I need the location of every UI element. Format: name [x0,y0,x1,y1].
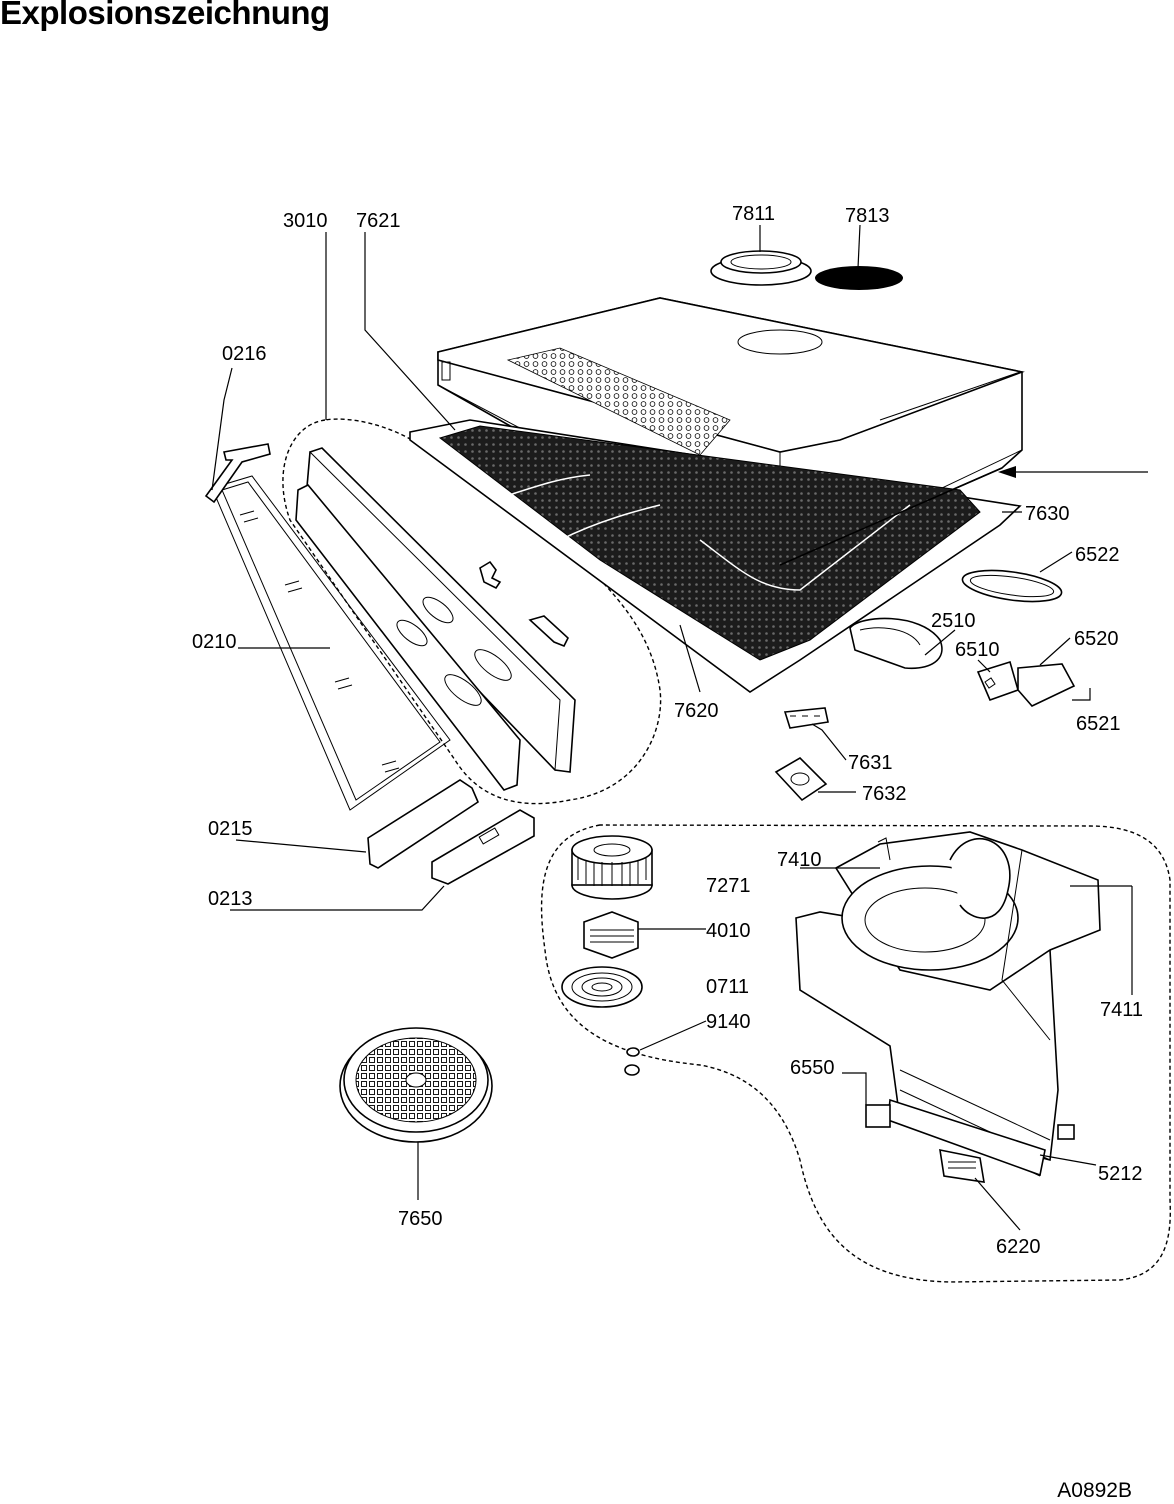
label-6510: 6510 [955,639,1000,661]
label-0216: 0216 [222,343,267,365]
label-0210: 0210 [192,631,237,653]
bracket-0215 [367,779,479,869]
label-9140: 9140 [706,1011,751,1033]
label-7632: 7632 [862,783,907,805]
label-7630: 7630 [1025,503,1070,525]
light-diffuser [849,617,943,670]
label-4010: 4010 [706,920,751,942]
label-6521: 6521 [1076,713,1121,735]
label-0711: 0711 [706,976,749,998]
lamp-bulb [976,660,1076,707]
switch-7632 [774,756,828,802]
glass-pane [211,475,451,811]
carbon-filter [339,1027,493,1143]
motor-housing [795,831,1101,1177]
part-labels: 3010 7621 7811 7813 0216 7630 6522 0210 … [192,203,1143,1258]
label-7410: 7410 [777,849,822,871]
label-7271: 7271 [706,875,751,897]
group-outline-motor [540,824,1171,1283]
clip-6550 [865,1104,891,1128]
nut-9140b [624,1064,640,1076]
motor-4010 [583,911,639,959]
drawing-code: A0892B [1057,1479,1132,1502]
label-7411: 7411 [1100,999,1143,1021]
outlet-seal [815,266,903,290]
bracket-0216 [204,443,271,504]
label-2510: 2510 [931,610,976,632]
lamp-cover [961,569,1063,603]
nut-9140a [626,1047,640,1057]
grease-filter-panel [409,419,1022,693]
outlet-ring [710,250,812,286]
control-module [431,809,535,885]
switch-6220 [939,1148,985,1183]
grille-0711 [561,966,643,1008]
label-0213: 0213 [208,888,253,910]
page-title: Explosionszeichnung [0,0,330,31]
leader-lines [211,224,1133,1231]
motor-impeller [571,835,653,900]
label-5212: 5212 [1098,1163,1143,1185]
label-7813: 7813 [845,205,890,227]
front-panel [295,447,576,791]
label-6550: 6550 [790,1057,835,1079]
label-6520: 6520 [1074,628,1119,650]
label-6220: 6220 [996,1236,1041,1258]
block-5212 [1057,1124,1075,1140]
label-7621: 7621 [356,210,401,232]
label-3010: 3010 [283,210,328,232]
label-0215: 0215 [208,818,253,840]
label-7650: 7650 [398,1208,443,1230]
label-6522: 6522 [1075,544,1120,566]
label-7631: 7631 [848,752,893,774]
label-7620: 7620 [674,700,719,722]
label-7811: 7811 [732,203,775,225]
clip-7631 [783,707,829,729]
